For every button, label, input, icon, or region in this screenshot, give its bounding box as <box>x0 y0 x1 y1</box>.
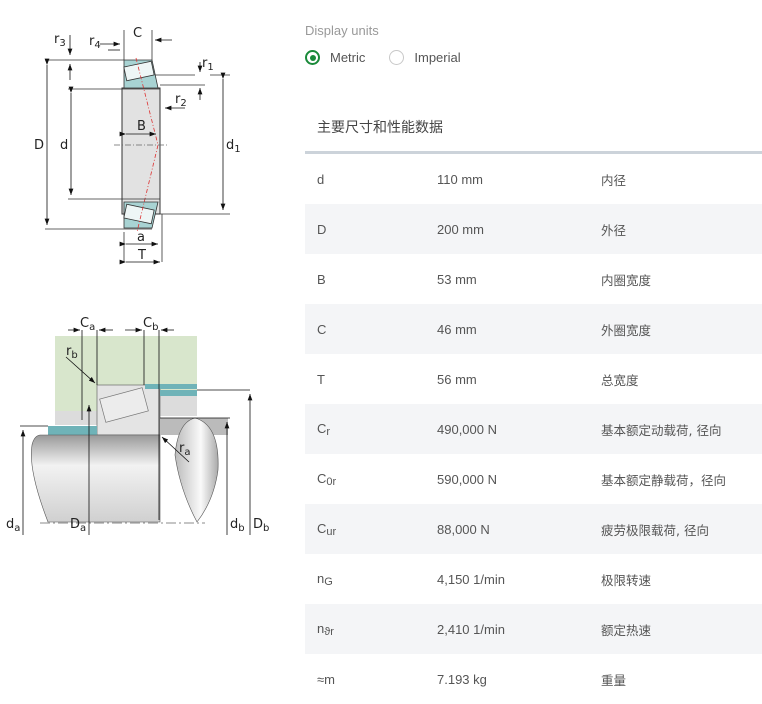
label-D: D <box>34 138 44 153</box>
row-description: 外圈宽度 <box>601 322 652 338</box>
table-row: D 200 mm 外径 <box>305 204 762 254</box>
label-d1: d1 <box>226 138 241 155</box>
symbol-subscript: 0r <box>326 475 337 488</box>
symbol-main: C <box>317 520 327 536</box>
table-row: B 53 mm 内圈宽度 <box>305 254 762 304</box>
row-description: 基本额定动载荷, 径向 <box>601 422 722 438</box>
row-symbol: B <box>305 272 425 287</box>
row-description: 重量 <box>601 672 627 688</box>
label-r1: r1 <box>202 56 214 73</box>
row-value: 110 mm <box>437 171 483 187</box>
label-Cb: Cb <box>143 316 158 333</box>
radio-checked-icon[interactable] <box>305 50 320 65</box>
row-value: 7.193 kg <box>437 671 487 687</box>
row-value: 590,000 N <box>437 471 497 487</box>
row-symbol: nG <box>305 571 425 588</box>
label-da: da <box>6 517 20 534</box>
radio-imperial[interactable]: Imperial <box>389 50 461 65</box>
row-description: 极限转速 <box>601 572 652 588</box>
symbol-subscript: ϑr <box>324 625 334 638</box>
label-Da: Da <box>70 517 86 534</box>
label-Db: Db <box>253 517 269 534</box>
symbol-subscript: G <box>324 575 333 588</box>
table-row: nG 4,150 1/min 极限转速 <box>305 554 762 604</box>
symbol-main: d <box>317 171 325 187</box>
symbol-main: B <box>317 271 326 287</box>
symbol-main: D <box>317 221 327 237</box>
bearing-diagram: r3 r4 C r1 r2 B D d d1 a T <box>6 26 269 535</box>
symbol-main: n <box>317 620 325 636</box>
row-value: 53 mm <box>437 271 477 287</box>
row-description: 额定热速 <box>601 622 652 638</box>
row-description: 外径 <box>601 222 627 238</box>
row-description: 内径 <box>601 172 627 188</box>
label-r2: r2 <box>175 92 187 109</box>
symbol-main: T <box>317 371 325 387</box>
row-description: 内圈宽度 <box>601 272 652 288</box>
table-row: C0r 590,000 N 基本额定静载荷，径向 <box>305 454 762 504</box>
row-symbol: Cur <box>305 521 425 538</box>
row-symbol: d <box>305 172 425 187</box>
table-row: nϑr 2,410 1/min 额定热速 <box>305 604 762 654</box>
row-value: 56 mm <box>437 371 477 387</box>
label-T: T <box>137 248 146 263</box>
table-row: T 56 mm 总宽度 <box>305 354 762 404</box>
table-row: Cur 88,000 N 疲劳极限载荷, 径向 <box>305 504 762 554</box>
specs-table: d 110 mm 内径 D 200 mm 外径 B 53 mm 内圈宽度 C 46 mm 外圈宽度 T 5… <box>305 154 762 704</box>
row-value: 88,000 N <box>437 521 490 537</box>
symbol-main: ≈m <box>317 671 335 687</box>
row-value: 490,000 N <box>437 421 497 437</box>
symbol-main: C <box>317 420 327 436</box>
label-ra: ra <box>179 441 191 458</box>
label-C: C <box>133 26 142 41</box>
table-row: d 110 mm 内径 <box>305 154 762 204</box>
section-title: 主要尺寸和性能数据 <box>317 120 443 136</box>
table-row: Cr 490,000 N 基本额定动载荷, 径向 <box>305 404 762 454</box>
row-description: 基本额定静载荷，径向 <box>601 472 727 488</box>
symbol-subscript: ur <box>326 525 337 538</box>
symbol-main: n <box>317 570 325 586</box>
row-description: 总宽度 <box>601 372 639 388</box>
row-symbol: ≈m <box>305 672 425 687</box>
symbol-main: C <box>317 470 327 486</box>
row-value: 2,410 1/min <box>437 621 505 637</box>
label-Ca: Ca <box>80 316 95 333</box>
row-symbol: T <box>305 372 425 387</box>
label-r3: r3 <box>54 32 66 49</box>
symbol-main: C <box>317 321 327 337</box>
row-description: 疲劳极限载荷, 径向 <box>601 522 709 538</box>
row-symbol: D <box>305 222 425 237</box>
label-d: d <box>60 138 68 153</box>
label-a: a <box>137 230 145 245</box>
table-row: C 46 mm 外圈宽度 <box>305 304 762 354</box>
row-symbol: nϑr <box>305 621 425 638</box>
row-symbol: C <box>305 322 425 337</box>
radio-unchecked-icon[interactable] <box>389 50 405 65</box>
row-symbol: C0r <box>305 471 425 488</box>
units-radio-group: Metric Imperial <box>305 50 485 65</box>
row-value: 46 mm <box>437 321 477 337</box>
label-db: db <box>230 517 245 534</box>
row-value: 4,150 1/min <box>437 571 505 587</box>
symbol-subscript: r <box>326 425 331 438</box>
radio-label: Imperial <box>414 50 461 65</box>
label-rb: rb <box>66 344 78 361</box>
display-units-label: Display units <box>305 23 379 38</box>
radio-metric[interactable]: Metric <box>305 50 365 65</box>
table-row: ≈m 7.193 kg 重量 <box>305 654 762 704</box>
row-symbol: Cr <box>305 421 425 438</box>
label-B: B <box>137 119 146 134</box>
divider <box>305 151 762 154</box>
radio-label: Metric <box>330 50 366 65</box>
label-r4: r4 <box>89 34 101 51</box>
bearing-cross-section <box>114 57 167 233</box>
row-value: 200 mm <box>437 221 484 237</box>
mounting-diagram <box>31 336 228 524</box>
